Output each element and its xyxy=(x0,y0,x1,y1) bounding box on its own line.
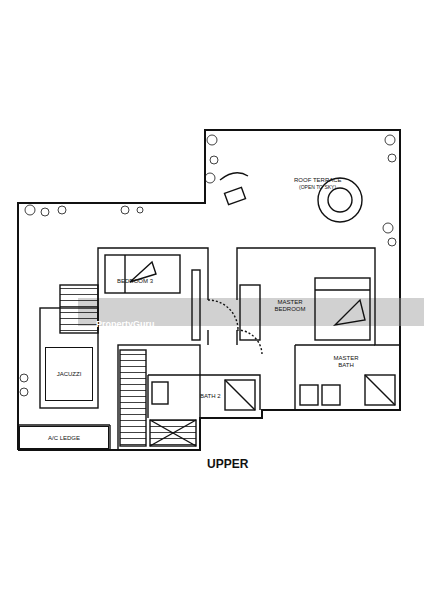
room-label: MASTER BATH xyxy=(330,355,362,368)
room-label: BEDROOM 3 xyxy=(117,278,153,285)
watermark: PropertyGuru xyxy=(96,320,155,330)
box-text: A/C LEDGE xyxy=(48,435,80,441)
room-note: (OPEN TO SKY) xyxy=(299,185,336,191)
room-label: ROOF TERRACE xyxy=(294,177,342,184)
room-label: MASTER BEDROOM xyxy=(270,299,310,312)
ac-ledge-box: A/C LEDGE xyxy=(19,426,109,449)
room-label: BATH 2 xyxy=(200,393,221,400)
box-text: JACUZZI xyxy=(57,371,82,377)
jacuzzi-box: JACUZZI xyxy=(45,347,93,401)
plan-caption: UPPER xyxy=(207,458,248,471)
